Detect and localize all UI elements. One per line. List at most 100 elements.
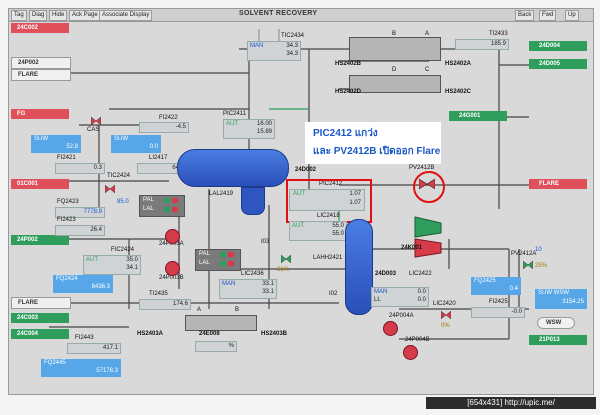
value-valve-10: 10 — [535, 247, 542, 253]
up-button[interactable]: Up — [565, 10, 579, 21]
readout-suw-1[interactable]: SUW 52.8 — [31, 135, 81, 153]
tag-24d003[interactable]: 24D003 — [375, 271, 397, 277]
pump-24p004b-icon[interactable] — [403, 345, 418, 360]
readout-fi2425[interactable]: -0.0 — [471, 307, 525, 318]
vessel-24d003[interactable] — [345, 219, 373, 315]
tag-fi2421[interactable]: FI2421 — [57, 155, 76, 161]
tag-lic2422[interactable]: LIC2422 — [409, 271, 432, 277]
pump-24p003a-icon[interactable] — [165, 229, 180, 244]
tag-24p004a[interactable]: 24P004A — [389, 313, 414, 319]
tag-24e008[interactable]: 24E008 — [199, 331, 220, 337]
tag-24d002[interactable]: 24D002 — [295, 167, 317, 173]
vessel-24d002[interactable] — [177, 149, 289, 187]
fwd-button[interactable]: Fwd — [539, 10, 557, 21]
tag-24p003a[interactable]: 24P003A — [159, 241, 184, 247]
tag-fi2425[interactable]: FI2425 — [489, 299, 508, 305]
alarm-box-pal-lal[interactable]: PAL LAL — [139, 195, 185, 217]
tag-pic2412[interactable]: PIC2412 — [319, 181, 343, 187]
tag-lic2436[interactable]: LIC2436 — [241, 271, 264, 277]
alarm-box-pal-lal-2[interactable]: PAL LAL — [195, 249, 241, 271]
stream-24p002[interactable]: 24P002 — [11, 57, 71, 69]
tag-li2417[interactable]: LI2417 — [149, 155, 168, 161]
readout-ti2433[interactable]: 185.9 — [455, 39, 509, 50]
faceplate-pic2411[interactable]: AUT 16.00 15.89 — [223, 119, 275, 139]
readout-ti2435[interactable]: 174.6 — [139, 299, 191, 310]
valve-pv2412a-icon[interactable] — [523, 261, 533, 269]
tag-24p003b[interactable]: 24P003B — [159, 275, 184, 281]
stream-24d005[interactable]: 24D005 — [529, 59, 587, 69]
hide-button[interactable]: Hide — [49, 10, 68, 21]
faceplate-fic2424[interactable]: AUT 35.0 34.1 — [83, 255, 141, 275]
readout-fq2425[interactable]: FQ2425 0.4 — [471, 277, 521, 295]
stream-wsw[interactable]: WSW — [537, 317, 575, 329]
tag-ti2433[interactable]: TI2433 — [489, 31, 508, 37]
readout-fq2445[interactable]: FQ2445 57178.3 — [41, 359, 121, 377]
pump-24p004a-icon[interactable] — [383, 321, 398, 336]
tag-hs2402a[interactable]: HS2402A — [445, 61, 472, 67]
stream-24p002b[interactable]: 24P002 — [11, 235, 69, 245]
stream-21p013[interactable]: 21P013 — [529, 335, 587, 345]
stream-24c004[interactable]: 24C004 — [11, 329, 69, 339]
readout-fi2423[interactable]: 26.4 — [55, 225, 105, 236]
tag-24p004b[interactable]: 24P004B — [405, 337, 430, 343]
tag-hs2402b[interactable]: HS2402B — [335, 61, 362, 67]
readout-fi2422[interactable]: -4.5 — [139, 122, 189, 133]
tag-fi2423[interactable]: FI2423 — [57, 217, 76, 223]
tag-button[interactable]: Tag — [11, 10, 27, 21]
exchanger-24e008[interactable] — [185, 315, 257, 331]
tag-tic2424[interactable]: TIC2424 — [107, 173, 131, 179]
readout-fi2421[interactable]: 0.3 — [55, 163, 105, 174]
faceplate-tic2434[interactable]: MAN 34.3 34.3 — [247, 41, 301, 61]
tag-fq2423[interactable]: FQ2423 — [57, 199, 79, 205]
tag-fic2424[interactable]: FIC2424 — [111, 247, 135, 253]
tag-lic2420[interactable]: LIC2420 — [433, 301, 456, 307]
stream-flare-left[interactable]: FLARE — [11, 69, 71, 81]
tag-hs2403b[interactable]: HS2403B — [261, 331, 288, 337]
tag-24k001[interactable]: 24K001 — [401, 245, 423, 251]
tag-pv2412b[interactable]: PV2412B — [409, 165, 435, 171]
stream-flare-right[interactable]: FLARE — [529, 179, 587, 189]
tag-tic2434[interactable]: TIC2434 — [281, 33, 305, 39]
tag-hs2403a[interactable]: HS2403A — [137, 331, 164, 337]
stream-flare-bottom[interactable]: FLARE — [11, 297, 71, 309]
stream-24g001[interactable]: 24G001 — [449, 111, 507, 121]
tag-lal2419[interactable]: LAL2419 — [209, 191, 234, 197]
faceplate-lic2418[interactable]: AUT 55.0 55.0 — [289, 221, 347, 241]
valve-lic2420-icon[interactable] — [441, 311, 451, 319]
tag-fi2422[interactable]: FI2422 — [159, 115, 178, 121]
valve-tic2424-icon[interactable] — [105, 185, 115, 193]
tag-fi2443[interactable]: FI2443 — [75, 335, 94, 341]
stream-24c002[interactable]: 24C002 — [11, 23, 69, 33]
readout-fi2443[interactable]: 417.1 — [67, 343, 121, 354]
tag-hs2402d[interactable]: HS2402D — [335, 89, 362, 95]
exchanger-hs2402ab[interactable] — [349, 37, 441, 61]
readout-fq2424[interactable]: FQ2424 8436.3 — [53, 275, 113, 293]
pump-24p003b-icon[interactable] — [165, 261, 180, 276]
tag-pic2411[interactable]: PIC2411 — [223, 111, 246, 117]
status-light — [164, 207, 170, 212]
tag-pv2412a[interactable]: PV2412A — [511, 251, 537, 257]
stream-01c001[interactable]: 01C001 — [11, 179, 69, 189]
faceplate-lic2436[interactable]: MAN 33.1 33.1 — [219, 279, 277, 299]
tag-lahh2421[interactable]: LAHH2421 — [313, 255, 343, 261]
readout-fq2423[interactable]: 7778.9 — [55, 207, 105, 218]
tag-lic2418[interactable]: LIC2418 — [317, 213, 340, 219]
stream-24c003[interactable]: 24C003 — [11, 313, 69, 323]
diag-button[interactable]: Diag — [29, 10, 48, 21]
faceplate-lic2422[interactable]: MAN 0.0 LL 0.0 — [371, 287, 429, 307]
status-light — [220, 252, 226, 257]
stream-24d004[interactable]: 24D004 — [529, 41, 587, 51]
tag-hs2402c[interactable]: HS2402C — [445, 89, 472, 95]
faceplate-pic2412[interactable]: AUT 1.07 1.07 — [289, 189, 365, 211]
valve-fg-icon[interactable] — [91, 117, 101, 125]
readout-24e008-pct[interactable]: % — [195, 341, 237, 352]
back-button[interactable]: Back — [515, 10, 535, 21]
compressor-24k001-icon[interactable] — [413, 215, 443, 259]
stream-fg[interactable]: FG — [11, 109, 69, 119]
exchanger-hs2402cd[interactable] — [349, 75, 441, 93]
readout-suw-2[interactable]: SUW 0.0 — [111, 135, 161, 153]
tag-ti2435[interactable]: TI2435 — [149, 291, 168, 297]
readout-suw-wsw[interactable]: SUW WSW 3154.25 — [535, 289, 587, 309]
associate-display-button[interactable]: Associate Display — [99, 10, 153, 21]
valve-i03-icon[interactable] — [281, 255, 291, 263]
